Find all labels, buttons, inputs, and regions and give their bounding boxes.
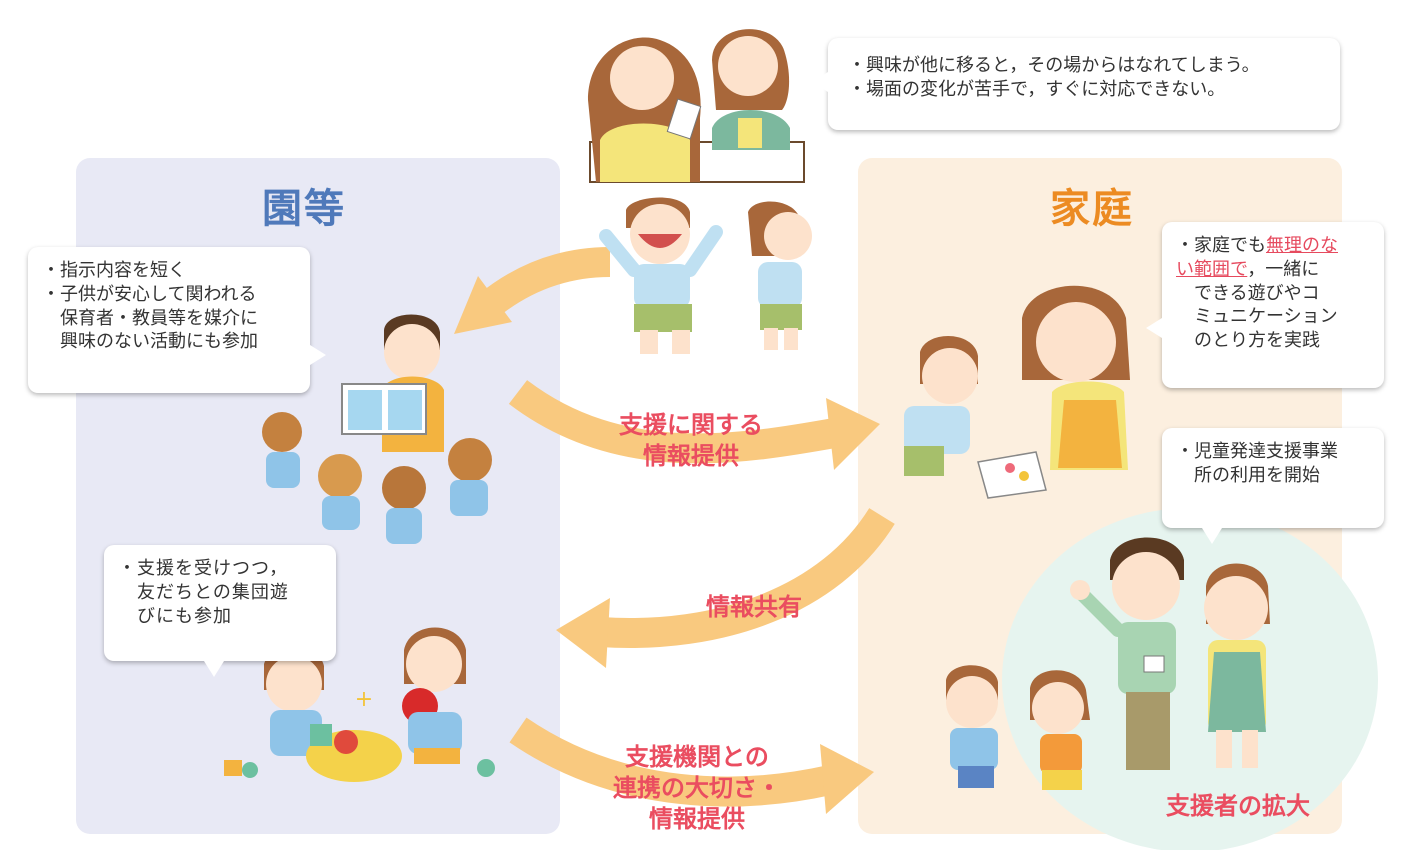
info-share-label: 情報共有 xyxy=(706,593,802,621)
label-line: 情報提供 xyxy=(649,805,745,834)
bubble-line: ・指示内容を短く xyxy=(42,260,186,281)
arrow-to-kindergarten xyxy=(454,247,611,334)
arrow-cooperation xyxy=(509,717,874,814)
group-play-bubble: ・支援を受けつつ， 友だちとの集団遊 びにも参加 xyxy=(104,545,336,677)
bubble-tail xyxy=(204,661,224,677)
bubble-line: ・支援を受けつつ， xyxy=(118,558,289,579)
bubble-line: 保育者・教員等を媒介に xyxy=(42,307,258,329)
home-play-illustration xyxy=(904,285,1130,499)
bubble-tail xyxy=(812,72,828,92)
bubble-line: ・場面の変化が苦手で，すぐに対応できない。 xyxy=(848,78,1226,100)
bubble-line: ・興味が他に移ると，その場からはなれてしまう。 xyxy=(848,55,1260,76)
supporter-circle xyxy=(1002,508,1378,850)
bubble-tail xyxy=(1202,528,1222,544)
bubble-line: びにも参加 xyxy=(118,605,232,627)
kindergarten-title: 園等 xyxy=(262,186,346,232)
kindergarten-support-bubble: ・指示内容を短く ・子供が安心して関われる 保育者・教員等を媒介に 興味のない活… xyxy=(28,247,326,393)
children-illustration xyxy=(599,197,812,354)
top-speech-bubble: ・興味が他に移ると，その場からはなれてしまう。 ・場面の変化が苦手で，すぐに対応… xyxy=(812,38,1340,130)
arrow-info-share xyxy=(556,507,895,668)
supporters-illustration xyxy=(946,537,1270,790)
bubble-line: ミュニケーション xyxy=(1176,306,1338,328)
bubble-line: い範囲で，一緒に xyxy=(1176,258,1370,282)
bubble-line: 友だちとの集団遊 xyxy=(118,581,289,603)
label-line: 連携の大切さ・ xyxy=(613,774,781,803)
bubble-text: ，一緒に xyxy=(1247,258,1320,280)
svg-text:+: + xyxy=(355,687,373,712)
home-title: 家庭 xyxy=(1050,186,1134,232)
reading-illustration xyxy=(262,314,492,544)
service-use-bubble: ・児童発達支援事業 所の利用を開始 xyxy=(1162,428,1384,544)
bubble-line: 興味のない活動にも参加 xyxy=(42,331,258,353)
bubble-line: ・家庭でも無理のな xyxy=(1176,234,1370,258)
bubble-line: のとり方を実践 xyxy=(1176,330,1320,351)
supporters-label: 支援者の拡大 xyxy=(1166,792,1310,820)
consulting-illustration xyxy=(588,29,805,183)
bubble-line: ・子供が安心して関われる xyxy=(42,283,257,305)
arrow-info-provide xyxy=(508,379,880,470)
bubble-text: ・家庭でも xyxy=(1176,235,1266,256)
highlighted-text: い範囲で xyxy=(1176,258,1248,280)
bubble-line: ・児童発達支援事業 xyxy=(1176,441,1338,462)
info-provide-label: 支援に関する 情報提供 xyxy=(596,410,786,472)
label-line: 情報提供 xyxy=(643,442,739,471)
label-line: 支援機関との xyxy=(625,743,769,771)
highlighted-text: 無理のな xyxy=(1266,235,1338,256)
label-line: 支援に関する xyxy=(619,411,763,439)
bubble-tail xyxy=(310,345,326,365)
bubble-line: できる遊びやコ xyxy=(1176,282,1320,304)
home-practice-bubble: ・家庭でも無理のな い範囲で，一緒に できる遊びやコ ミュニケーション のとり方… xyxy=(1146,222,1384,388)
cooperation-label: 支援機関との 連携の大切さ・ 情報提供 xyxy=(592,742,802,836)
bubble-line: 所の利用を開始 xyxy=(1176,464,1320,486)
bubble-tail xyxy=(1146,318,1162,338)
